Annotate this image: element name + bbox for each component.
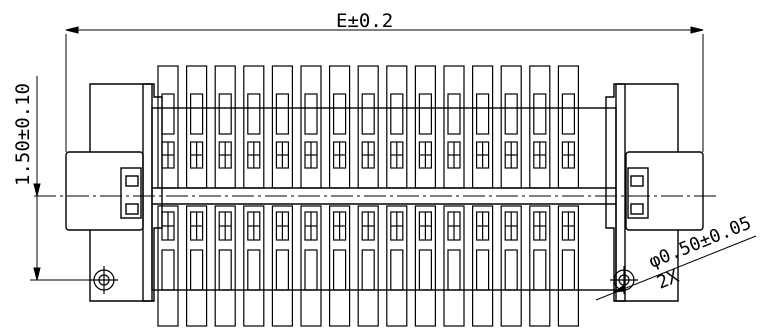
- pin-row-top: [157, 65, 580, 189]
- pin-top-contact: [361, 93, 375, 135]
- pin-top: [271, 65, 293, 189]
- pin-bottom-contact: [247, 249, 261, 291]
- pin-row-bottom: [157, 205, 580, 327]
- pin-bottom-contact: [190, 249, 204, 291]
- pin-top: [357, 65, 379, 189]
- pin-bottom-contact: [533, 249, 547, 291]
- latch-left-tab-upper: [125, 175, 139, 187]
- pin-bottom-contact: [561, 249, 576, 291]
- pin-top-contact: [504, 93, 518, 135]
- pin-top-contact: [447, 93, 461, 135]
- pin-top-contact: [476, 93, 490, 135]
- height-arrow-top: [33, 183, 41, 197]
- pin-top-contact: [333, 93, 347, 135]
- pin-bottom-contact: [333, 249, 347, 291]
- pin-bottom-contact: [504, 249, 518, 291]
- pin-top: [529, 65, 551, 189]
- width-dimension-label: E±0.2: [336, 10, 393, 32]
- pin-top: [243, 65, 265, 189]
- latch-right-tab-lower: [630, 203, 644, 215]
- pin-top: [472, 65, 494, 189]
- pin-bottom: [214, 205, 236, 327]
- pin-bottom-contact: [361, 249, 375, 291]
- pin-bottom: [243, 205, 265, 327]
- latch-right-slot: [627, 167, 649, 219]
- pin-bottom-contact: [447, 249, 461, 291]
- housing-right-outline: [605, 83, 679, 302]
- pin-top: [329, 65, 351, 189]
- pin-bottom-contact: [304, 249, 318, 291]
- pin-top: [500, 65, 522, 189]
- pin-top: [157, 65, 179, 189]
- pin-bottom: [157, 205, 179, 327]
- pin-bottom: [186, 205, 208, 327]
- latch-right-tab-upper: [630, 175, 644, 187]
- pin-bottom: [529, 205, 551, 327]
- pin-top-contact: [190, 93, 204, 135]
- pin-top-contact: [304, 93, 318, 135]
- pin-bottom: [500, 205, 522, 327]
- pin-top-contact: [161, 93, 175, 135]
- pin-top: [557, 65, 580, 189]
- pin-top-contact: [390, 93, 404, 135]
- pin-bottom-contact: [476, 249, 490, 291]
- pin-top: [214, 65, 236, 189]
- latch-right: [625, 151, 704, 231]
- pin-bottom: [414, 205, 436, 327]
- pin-bottom-contact: [418, 249, 432, 291]
- pin-top-contact: [247, 93, 261, 135]
- pin-bottom: [271, 205, 293, 327]
- housing-left-inner-wall: [142, 83, 153, 302]
- pin-bottom: [357, 205, 379, 327]
- pin-bottom: [443, 205, 465, 327]
- width-arrow-right: [690, 26, 704, 34]
- pin-top-contact: [275, 93, 289, 135]
- latch-left-slot: [120, 167, 142, 219]
- latch-left: [65, 151, 144, 231]
- pin-top: [414, 65, 436, 189]
- pin-top: [443, 65, 465, 189]
- hole-diameter-label: φ0.50±0.05: [646, 213, 754, 273]
- pin-bottom-contact: [390, 249, 404, 291]
- pin-bottom-contact: [275, 249, 289, 291]
- hole-leader-arrow: [613, 285, 626, 293]
- pin-top-contact: [218, 93, 232, 135]
- width-arrow-left: [65, 26, 79, 34]
- center-frame: [151, 107, 617, 291]
- pin-bottom-contact: [161, 249, 175, 291]
- dimension-lines: [30, 26, 757, 301]
- latch-left-tab-lower: [125, 203, 139, 215]
- pin-top: [386, 65, 408, 189]
- housing-left-outline: [89, 83, 163, 302]
- pin-top: [186, 65, 208, 189]
- pin-top: [300, 65, 322, 189]
- pin-bottom: [300, 205, 322, 327]
- height-arrow-bottom: [33, 267, 41, 281]
- pin-top-contact: [418, 93, 432, 135]
- pin-bottom: [557, 205, 580, 327]
- pin-bottom: [386, 205, 408, 327]
- height-dimension-label: 1.50±0.10: [12, 83, 34, 186]
- pin-bottom: [472, 205, 494, 327]
- pin-top-contact: [533, 93, 547, 135]
- pin-bottom-contact: [218, 249, 232, 291]
- pin-bottom: [329, 205, 351, 327]
- pin-top-contact: [561, 93, 576, 135]
